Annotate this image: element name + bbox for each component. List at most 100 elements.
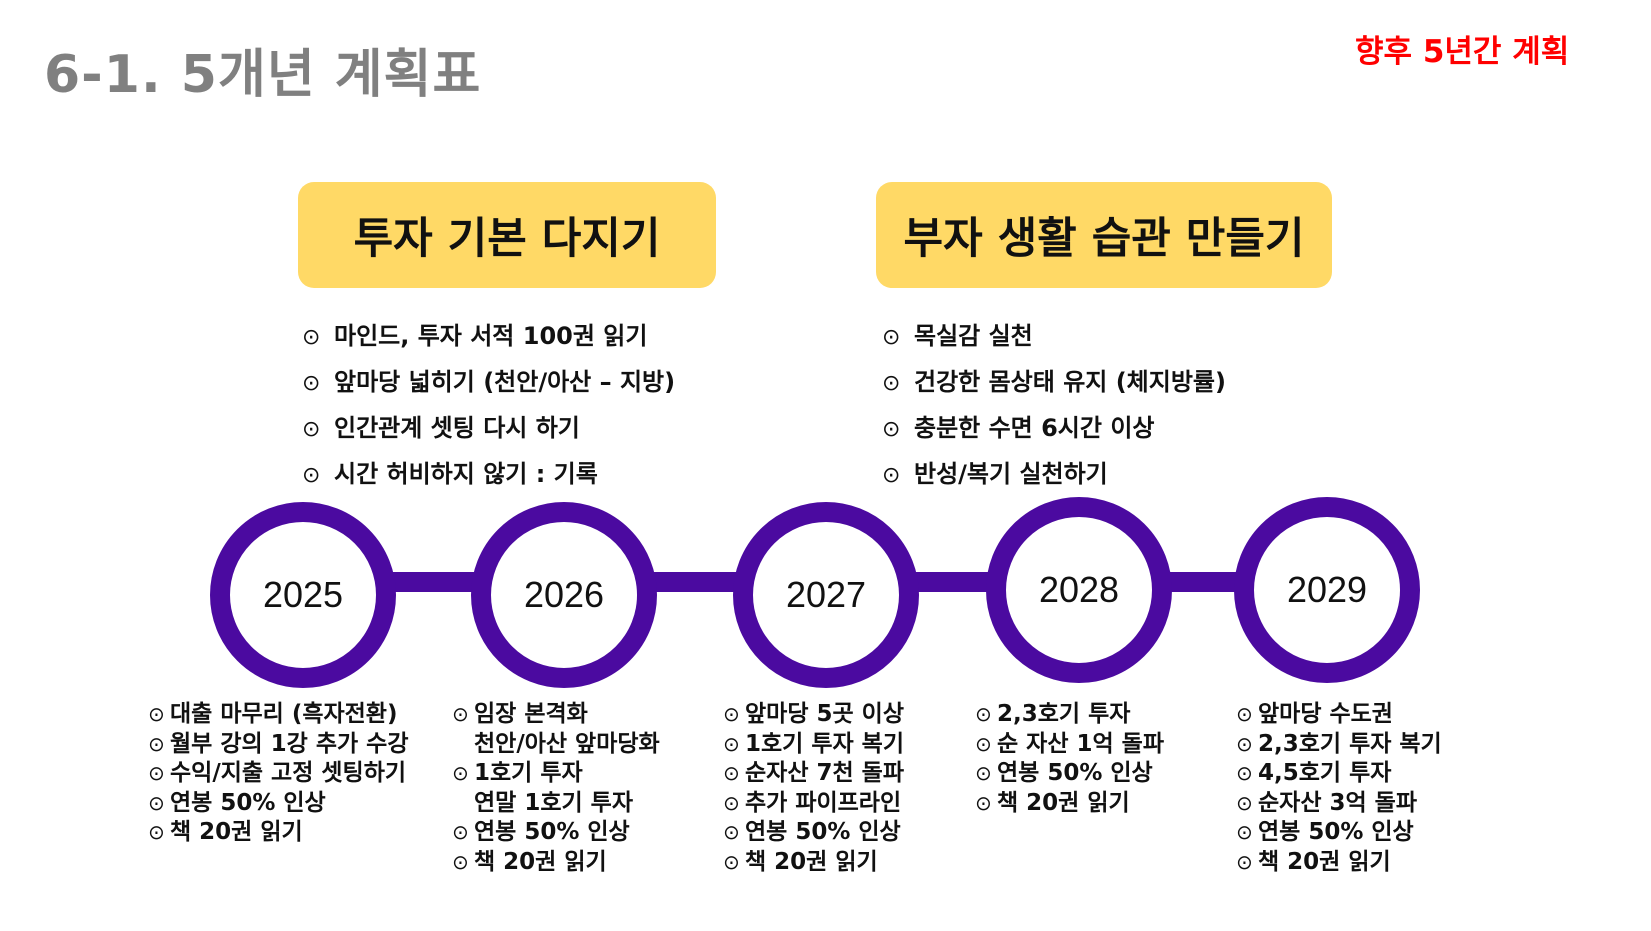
goal-text: 마인드, 투자 서적 100권 읽기 xyxy=(334,322,648,350)
bullet-icon: ⊙ xyxy=(452,702,469,726)
year-goal-item: ⊙연봉 50% 인상 xyxy=(975,759,1164,789)
goal-text: 인간관계 셋팅 다시 하기 xyxy=(334,414,580,442)
year-goal-text: 추가 파이프라인 xyxy=(745,789,902,816)
goal-text: 목실감 실천 xyxy=(914,322,1033,350)
year-goal-item: ⊙임장 본격화 xyxy=(452,700,660,730)
bullet-icon: ⊙ xyxy=(1236,790,1253,815)
bullet-icon: ⊙ xyxy=(1236,849,1253,874)
year-goal-text: 순자산 3억 돌파 xyxy=(1258,789,1417,816)
goal-item: ⊙ 인간관계 셋팅 다시 하기 xyxy=(302,406,675,452)
bullet-icon: ⊙ xyxy=(882,371,901,396)
goal-item: ⊙건강한 몸상태 유지 (체지방률) xyxy=(882,360,1226,406)
bullet-icon: ⊙ xyxy=(302,371,321,396)
page-title: 6-1. 5개년 계획표 xyxy=(44,45,482,105)
year-circle xyxy=(733,502,919,688)
goal-item: ⊙충분한 수면 6시간 이상 xyxy=(882,406,1226,452)
goal-text: 앞마당 넓히기 (천안/아산 – 지방) xyxy=(334,368,676,396)
year-circle xyxy=(986,497,1172,683)
bullet-icon: ⊙ xyxy=(1236,820,1253,844)
goal-item: ⊙목실감 실천 xyxy=(882,314,1226,360)
year-goal-item: ⊙2,3호기 투자 복기 xyxy=(1236,730,1442,760)
goal-text: 충분한 수면 6시간 이상 xyxy=(914,414,1155,442)
year-goal-text: 연봉 50% 인상 xyxy=(1258,819,1414,845)
year-goal-item: ⊙대출 마무리 (흑자전환) xyxy=(148,700,408,730)
year-goals-2025: ⊙대출 마무리 (흑자전환) ⊙월부 강의 1강 추가 수강 ⊙수익/지출 고정… xyxy=(148,700,408,848)
year-goal-item: ⊙추가 파이프라인 xyxy=(723,789,904,819)
bullet-icon: ⊙ xyxy=(723,820,740,844)
phase-box-wealth-habits: 부자 생활 습관 만들기 xyxy=(876,182,1332,288)
year-node-2029: 2029 xyxy=(1234,497,1420,683)
goal-item: ⊙ 앞마당 넓히기 (천안/아산 – 지방) xyxy=(302,360,675,406)
year-circle xyxy=(210,502,396,688)
bullet-icon: ⊙ xyxy=(975,761,992,785)
year-label: 2026 xyxy=(524,574,604,615)
bullet-icon: ⊙ xyxy=(148,790,165,815)
bullet-icon: ⊙ xyxy=(975,731,992,756)
year-goal-text: 책 20권 읽기 xyxy=(997,789,1130,816)
bullet-icon: ⊙ xyxy=(452,849,469,874)
bullet-icon: ⊙ xyxy=(148,761,165,785)
year-goals-2029: ⊙앞마당 수도권 ⊙2,3호기 투자 복기 ⊙4,5호기 투자 ⊙순자산 3억 … xyxy=(1236,700,1442,877)
year-goal-text: 임장 본격화 xyxy=(474,701,588,727)
year-goal-item: 연말 1호기 투자 xyxy=(452,789,660,819)
year-label: 2028 xyxy=(1039,569,1119,610)
goal-item: ⊙ 마인드, 투자 서적 100권 읽기 xyxy=(302,314,675,360)
year-goal-text: 1호기 투자 복기 xyxy=(745,730,904,757)
bullet-icon: ⊙ xyxy=(723,790,740,815)
year-goals-2028: ⊙2,3호기 투자 ⊙순 자산 1억 돌파 ⊙연봉 50% 인상 ⊙책 20권 … xyxy=(975,700,1164,818)
phase-label: 부자 생활 습관 만들기 xyxy=(903,214,1305,264)
year-goal-text: 2,3호기 투자 xyxy=(997,701,1131,727)
bullet-icon: ⊙ xyxy=(148,702,165,726)
phase-goal-list-wealth-habits: ⊙목실감 실천 ⊙건강한 몸상태 유지 (체지방률) ⊙충분한 수면 6시간 이… xyxy=(882,314,1226,498)
bullet-icon: ⊙ xyxy=(882,463,901,488)
bullet-icon: ⊙ xyxy=(452,761,469,785)
bullet-icon: ⊙ xyxy=(723,702,740,726)
bullet-icon: ⊙ xyxy=(452,820,469,844)
year-goal-text: 순 자산 1억 돌파 xyxy=(997,730,1164,757)
year-goal-item: ⊙연봉 50% 인상 xyxy=(723,818,904,848)
goal-text: 시간 허비하지 않기 : 기록 xyxy=(334,460,598,488)
plan-period-note: 향후 5년간 계획 xyxy=(1355,34,1570,70)
year-goal-text: 수익/지출 고정 셋팅하기 xyxy=(170,760,407,786)
year-goal-item: ⊙책 20권 읽기 xyxy=(452,848,660,878)
year-goal-text: 1호기 투자 xyxy=(474,760,583,786)
year-goal-text: 연봉 50% 인상 xyxy=(745,819,901,845)
year-label: 2027 xyxy=(786,574,866,615)
year-node-2027: 2027 xyxy=(733,502,919,688)
year-label: 2025 xyxy=(263,574,343,615)
bullet-icon: ⊙ xyxy=(302,325,321,350)
goal-text: 반성/복기 실천하기 xyxy=(914,460,1108,488)
goal-item: ⊙ 시간 허비하지 않기 : 기록 xyxy=(302,452,675,498)
bullet-icon: ⊙ xyxy=(148,820,165,844)
year-goal-item: ⊙앞마당 5곳 이상 xyxy=(723,700,904,730)
bullet-icon: ⊙ xyxy=(302,463,321,488)
bullet-icon: ⊙ xyxy=(975,790,992,815)
goal-item: ⊙ 반성/복기 실천하기 xyxy=(882,452,1226,498)
year-goal-item: ⊙순 자산 1억 돌파 xyxy=(975,730,1164,760)
year-circle xyxy=(1234,497,1420,683)
year-goal-item: 천안/아산 앞마당화 xyxy=(452,730,660,760)
year-node-2028: 2028 xyxy=(986,497,1172,683)
year-goal-item: ⊙2,3호기 투자 xyxy=(975,700,1164,730)
year-goal-item: ⊙순자산 7천 돌파 xyxy=(723,759,904,789)
bullet-icon: ⊙ xyxy=(1236,702,1253,726)
bullet-icon: ⊙ xyxy=(148,731,165,756)
year-goal-text: 월부 강의 1강 추가 수강 xyxy=(170,730,409,757)
year-label: 2029 xyxy=(1287,569,1367,610)
year-goal-item: ⊙1호기 투자 복기 xyxy=(723,730,904,760)
year-goal-item: ⊙월부 강의 1강 추가 수강 xyxy=(148,730,408,760)
year-goal-item: ⊙책 20권 읽기 xyxy=(975,789,1164,819)
year-goal-item: ⊙책 20권 읽기 xyxy=(723,848,904,878)
year-node-2025: 2025 xyxy=(210,502,396,688)
bullet-icon: ⊙ xyxy=(302,417,321,442)
phase-box-investment-basics: 투자 기본 다지기 xyxy=(298,182,716,288)
year-goal-item: ⊙연봉 50% 인상 xyxy=(148,789,408,819)
year-goal-text: 앞마당 5곳 이상 xyxy=(745,701,904,727)
year-goal-item: ⊙4,5호기 투자 xyxy=(1236,759,1442,789)
year-goal-item: ⊙연봉 50% 인상 xyxy=(452,818,660,848)
year-goal-text: 4,5호기 투자 xyxy=(1258,760,1392,786)
year-goal-item: ⊙수익/지출 고정 셋팅하기 xyxy=(148,759,408,789)
year-goal-text: 순자산 7천 돌파 xyxy=(745,760,904,786)
year-goal-item: ⊙책 20권 읽기 xyxy=(1236,848,1442,878)
year-goal-item: ⊙앞마당 수도권 xyxy=(1236,700,1442,730)
